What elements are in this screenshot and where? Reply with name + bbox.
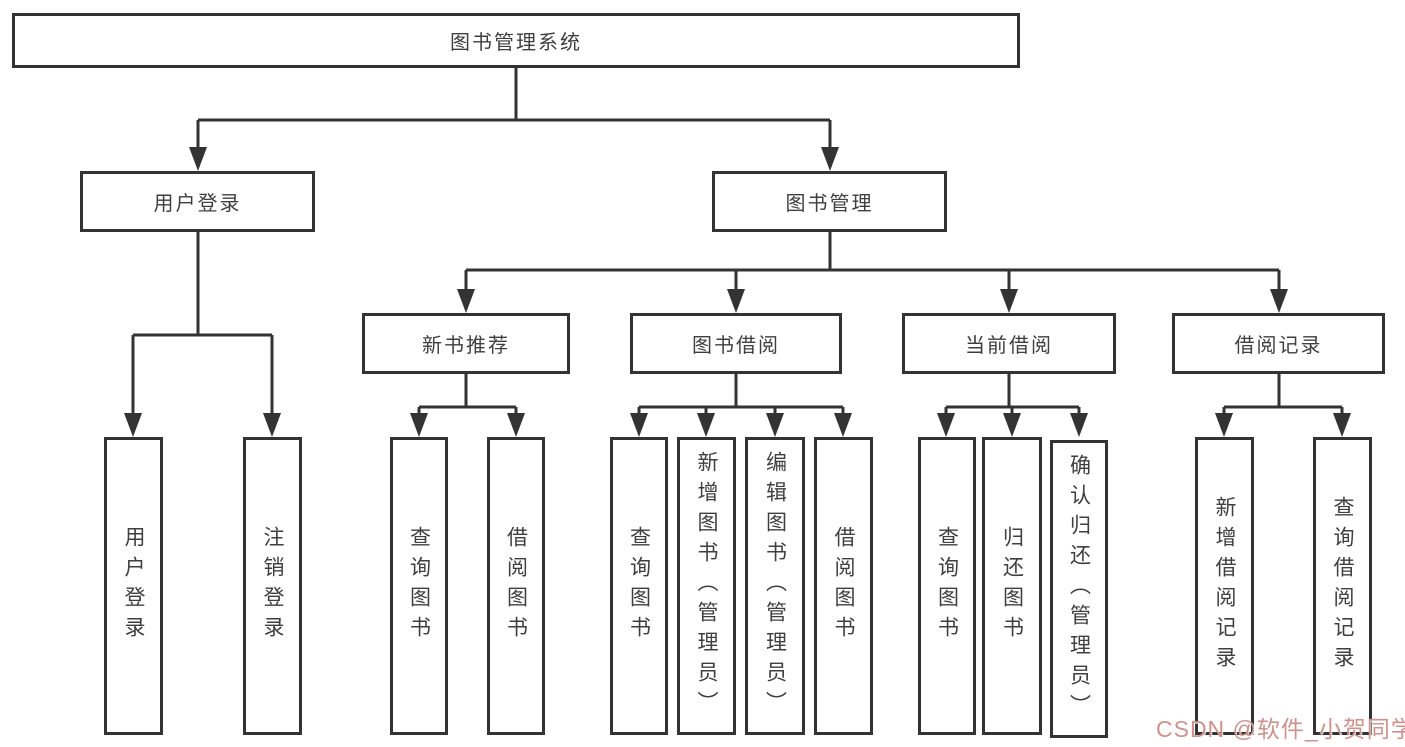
leaf-query-borrow-record: 查询借阅记录 xyxy=(1313,437,1372,735)
node-current-borrowing: 当前借阅 xyxy=(902,313,1116,374)
leaf-add-books-admin: 新增图书（管理员） xyxy=(677,437,736,735)
node-label: 查询图书 xyxy=(627,526,651,646)
node-label: 归还图书 xyxy=(1000,526,1024,646)
leaf-query-books-2: 查询图书 xyxy=(610,437,668,735)
node-borrow-records: 借阅记录 xyxy=(1172,313,1385,374)
node-label: 当前借阅 xyxy=(965,335,1053,357)
leaf-add-borrow-record: 新增借阅记录 xyxy=(1195,437,1254,735)
node-label: 用户登录 xyxy=(122,526,145,646)
node-new-book-recommend: 新书推荐 xyxy=(362,313,570,374)
node-label: 编辑图书（管理员） xyxy=(763,451,787,721)
leaf-query-books-1: 查询图书 xyxy=(390,437,448,735)
node-label: 查询图书 xyxy=(935,526,959,646)
node-book-management: 图书管理 xyxy=(712,171,947,232)
leaf-logout: 注销登录 xyxy=(243,437,302,735)
leaf-edit-books-admin: 编辑图书（管理员） xyxy=(745,437,805,735)
node-label: 新增借阅记录 xyxy=(1213,496,1236,676)
node-book-borrowing: 图书借阅 xyxy=(630,313,842,374)
node-user-login: 用户登录 xyxy=(80,171,315,232)
leaf-borrow-books-1: 借阅图书 xyxy=(487,437,545,735)
node-system-root: 图书管理系统 xyxy=(12,13,1020,68)
node-label: 注销登录 xyxy=(261,526,284,646)
node-label: 图书借阅 xyxy=(692,335,780,357)
node-label: 借阅图书 xyxy=(504,526,528,646)
leaf-user-login: 用户登录 xyxy=(104,437,163,735)
leaf-confirm-return-admin: 确认归还（管理员） xyxy=(1050,440,1108,738)
node-label: 新增图书（管理员） xyxy=(695,451,718,721)
csdn-watermark: CSDN @软件_小贺同学 xyxy=(1156,716,1405,742)
node-label: 查询借阅记录 xyxy=(1331,496,1354,676)
node-label: 确认归还（管理员） xyxy=(1067,454,1091,724)
arrowheads xyxy=(124,147,1351,437)
node-label: 借阅记录 xyxy=(1234,335,1323,357)
node-label: 查询图书 xyxy=(407,526,431,646)
leaf-query-books-3: 查询图书 xyxy=(918,437,976,735)
node-label: 用户登录 xyxy=(153,193,242,215)
leaf-return-books: 归还图书 xyxy=(982,437,1042,735)
node-label: 图书管理 xyxy=(785,193,874,215)
node-label: 借阅图书 xyxy=(832,526,855,646)
leaf-borrow-books-2: 借阅图书 xyxy=(814,437,873,735)
node-label: 图书管理系统 xyxy=(450,32,582,54)
node-label: 新书推荐 xyxy=(422,335,510,357)
